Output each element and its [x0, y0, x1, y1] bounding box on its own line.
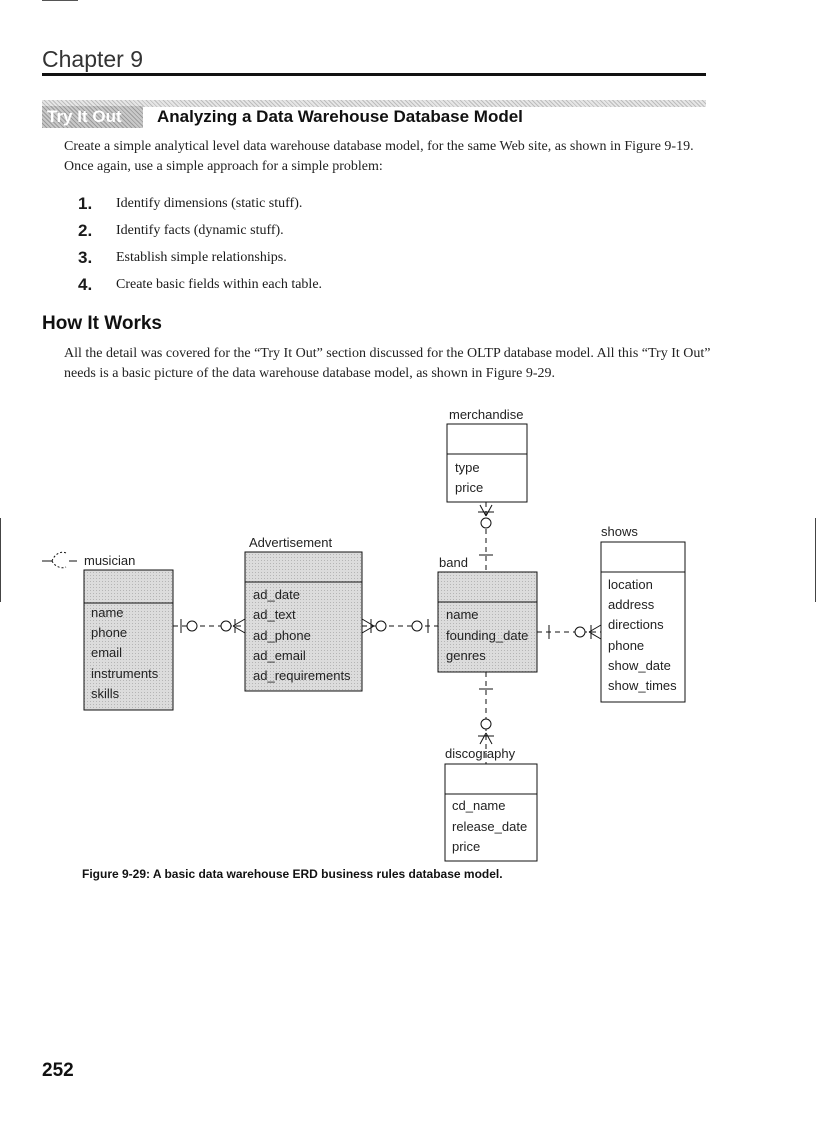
step-item: 3. Establish simple relationships.: [64, 244, 322, 271]
musician-field: instruments: [91, 666, 159, 681]
rel-band-discography: [478, 672, 494, 764]
page-number: 252: [42, 1060, 74, 1081]
advertisement-label: Advertisement: [249, 535, 332, 550]
step-item: 1. Identify dimensions (static stuff).: [64, 190, 322, 217]
shows-field: directions: [608, 617, 664, 632]
musician-field: phone: [91, 625, 127, 640]
discography-field: price: [452, 839, 480, 854]
chapter-heading: Chapter 9: [42, 46, 144, 72]
entity-musician: [83, 569, 174, 711]
discography-field: release_date: [452, 819, 527, 834]
entity-merchandise: [446, 423, 528, 503]
musician-field: skills: [91, 686, 120, 701]
musician-field: name: [91, 605, 124, 620]
advertisement-field: ad_phone: [253, 628, 311, 643]
try-it-out-bar: [42, 100, 706, 107]
shows-field: address: [608, 597, 655, 612]
entity-discography: [444, 763, 538, 862]
try-it-out-title: Analyzing a Data Warehouse Database Mode…: [157, 107, 523, 126]
shows-field: phone: [608, 638, 644, 653]
discography-field: cd_name: [452, 798, 505, 813]
step-item: 2. Identify facts (dynamic stuff).: [64, 217, 322, 244]
merchandise-field: price: [455, 480, 483, 495]
band-field: genres: [446, 648, 486, 663]
merchandise-label: merchandise: [449, 407, 523, 422]
erd-diagram: merchandise type price shows location ad…: [42, 407, 686, 862]
step-item: 4. Create basic fields within each table.: [64, 271, 322, 298]
try-it-out-label: Try It Out: [42, 106, 143, 128]
step-text: Identify facts (dynamic stuff).: [116, 222, 284, 238]
step-number: 2.: [78, 220, 93, 240]
step-number: 4.: [78, 274, 93, 294]
entity-advertisement: [244, 551, 363, 692]
step-text: Establish simple relationships.: [116, 249, 287, 265]
advertisement-field: ad_requirements: [253, 668, 351, 683]
advertisement-field: ad_text: [253, 607, 296, 622]
margin-mark-left: [0, 518, 1, 602]
shows-label: shows: [601, 524, 638, 539]
step-list: 1. Identify dimensions (static stuff). 2.…: [64, 190, 322, 298]
how-it-works-heading: How It Works: [42, 313, 162, 334]
rel-advertisement-band: [361, 618, 438, 634]
band-label: band: [439, 555, 468, 570]
entity-shows: [600, 541, 686, 703]
shows-field: show_times: [608, 678, 677, 693]
advertisement-field: ad_date: [253, 587, 300, 602]
musician-label: musician: [84, 553, 135, 568]
step-text: Identify dimensions (static stuff).: [116, 195, 303, 211]
top-rule: [42, 0, 78, 1]
chapter-rule: [42, 73, 706, 76]
intro-paragraph: Create a simple analytical level data wa…: [64, 139, 694, 174]
rel-band-merchandise: [478, 502, 494, 572]
figure-caption: Figure 9-29: A basic data warehouse ERD …: [82, 867, 503, 881]
advertisement-field: ad_email: [253, 648, 306, 663]
merchandise-field: type: [455, 460, 480, 475]
step-number: 3.: [78, 247, 93, 267]
musician-field: email: [91, 645, 122, 660]
shows-field: show_date: [608, 658, 671, 673]
band-field: founding_date: [446, 628, 528, 643]
rel-musician-stub: [42, 551, 77, 569]
shows-field: location: [608, 577, 653, 592]
discography-label: discography: [445, 746, 516, 761]
rel-band-shows: [537, 624, 602, 640]
band-field: name: [446, 607, 479, 622]
step-text: Create basic fields within each table.: [116, 276, 323, 292]
how-it-works-paragraph: All the detail was covered for the “Try …: [64, 346, 711, 381]
entity-band: [437, 571, 538, 673]
rel-musician-advertisement: [173, 618, 246, 634]
step-number: 1.: [78, 193, 93, 213]
